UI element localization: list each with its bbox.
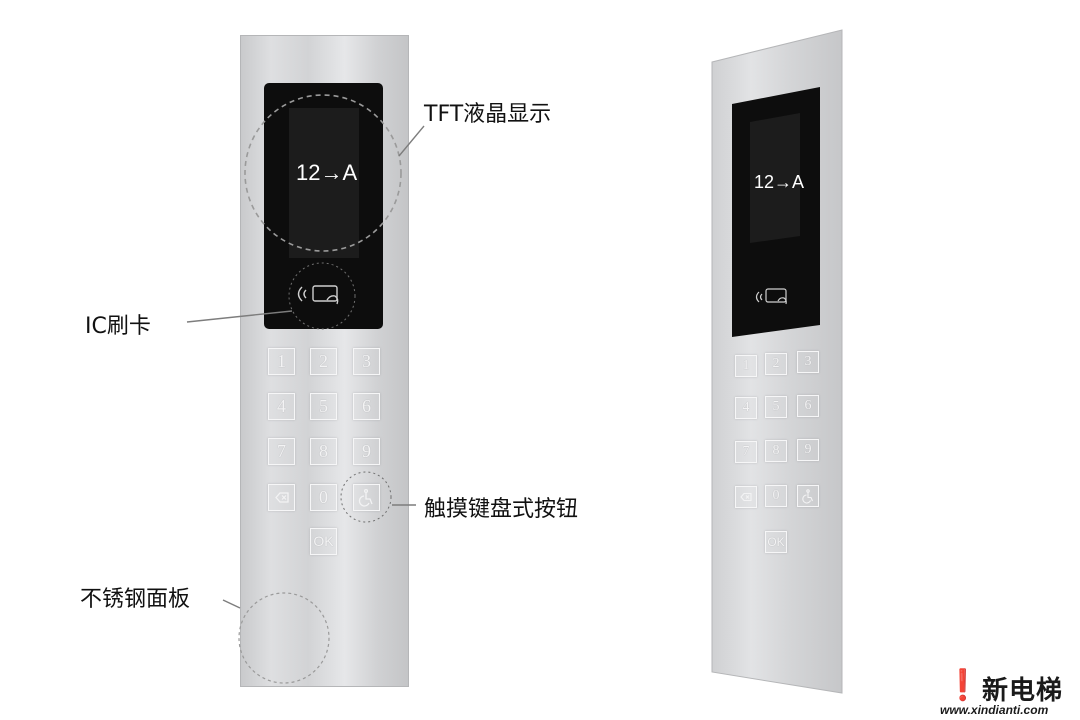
tft-leader-line (398, 125, 425, 157)
side-key-4[interactable]: 4 (735, 397, 757, 419)
wheelchair-icon (802, 489, 814, 504)
tft-highlight-circle (244, 94, 402, 252)
key-1[interactable]: 1 (268, 348, 295, 375)
side-key-3[interactable]: 3 (797, 351, 819, 373)
key-3[interactable]: 3 (353, 348, 380, 375)
key-2[interactable]: 2 (310, 348, 337, 375)
ok-key[interactable]: OK (310, 528, 337, 555)
backspace-icon (740, 492, 752, 502)
watermark-brand: 新电梯 (982, 676, 1064, 706)
accessible-key[interactable] (353, 484, 380, 511)
key-0[interactable]: 0 (310, 484, 337, 511)
card-swipe-icon (755, 288, 787, 305)
side-key-8[interactable]: 8 (765, 440, 787, 462)
key-4[interactable]: 4 (268, 393, 295, 420)
tft-display-label: TFT液晶显示 (424, 102, 552, 127)
side-key-1[interactable]: 1 (735, 355, 757, 377)
stainless-panel-label: 不锈钢面板 (80, 587, 191, 612)
keypad-highlight-circle (340, 471, 392, 523)
watermark-url: www.xindianti.com (940, 703, 1049, 717)
side-key-9[interactable]: 9 (797, 439, 819, 461)
panel-highlight-circle (238, 592, 330, 684)
side-key-7[interactable]: 7 (735, 441, 757, 463)
watermark-logo: ❗ (944, 669, 982, 702)
front-floor-display: 12→A (296, 160, 358, 185)
side-accessible-key[interactable] (797, 485, 819, 507)
side-display-area (750, 113, 800, 243)
key-8[interactable]: 8 (310, 438, 337, 465)
ic-card-label: IC刷卡 (85, 314, 151, 339)
side-key-0[interactable]: 0 (765, 485, 787, 507)
panel-leader-line (222, 599, 241, 609)
backspace-icon (275, 492, 289, 503)
side-floor-display: 12→A (754, 172, 805, 192)
key-6[interactable]: 6 (353, 393, 380, 420)
key-5[interactable]: 5 (310, 393, 337, 420)
side-key-2[interactable]: 2 (765, 353, 787, 375)
delete-key[interactable] (268, 484, 295, 511)
side-key-5[interactable]: 5 (765, 396, 787, 418)
front-display-area (289, 108, 359, 258)
side-ok-key[interactable]: OK (765, 531, 787, 553)
key-9[interactable]: 9 (353, 438, 380, 465)
key-7[interactable]: 7 (268, 438, 295, 465)
side-key-6[interactable]: 6 (797, 395, 819, 417)
ic-highlight-circle (288, 262, 356, 330)
side-delete-key[interactable] (735, 486, 757, 508)
ic-leader-line (186, 310, 293, 323)
wheelchair-icon (358, 488, 373, 507)
touch-keypad-label: 触摸键盘式按钮 (424, 497, 579, 522)
